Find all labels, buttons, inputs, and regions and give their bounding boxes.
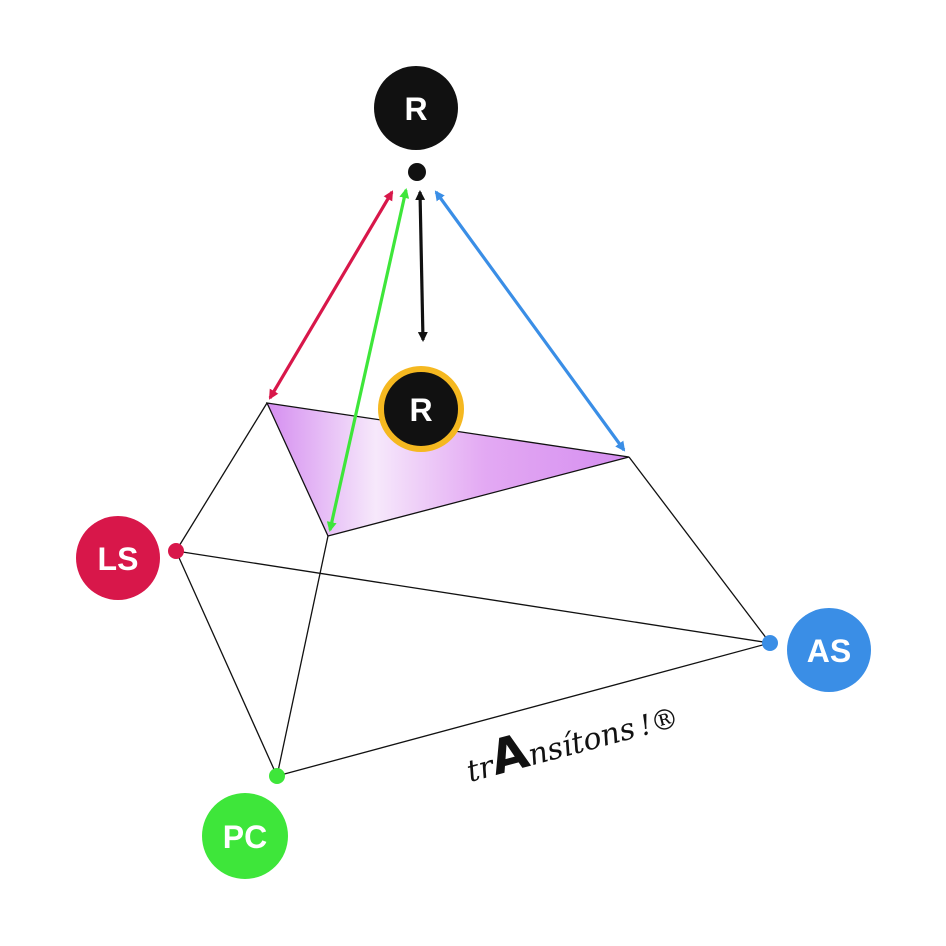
edge-ls-as: [175, 550, 771, 644]
arrow-red: [268, 190, 394, 400]
logo-suffix: nsítons: [524, 711, 638, 773]
node-pc: PC: [202, 793, 288, 879]
node-center-r-label: R: [409, 392, 432, 428]
pyramid-edges: [175, 402, 771, 777]
transitons-logo: trAnsítons!®: [459, 683, 684, 794]
apex-dot: [408, 163, 426, 181]
logo-mark: !®: [636, 700, 682, 742]
node-pc-label: PC: [223, 819, 267, 855]
edge-pc-as: [276, 642, 771, 777]
node-as: AS: [787, 608, 871, 692]
arrow-green: [326, 188, 410, 532]
arrow-black: [415, 190, 428, 342]
arrow-blue: [434, 190, 626, 452]
edge-ls-pc: [175, 550, 278, 777]
node-center-r: R: [378, 366, 464, 452]
node-ls-label: LS: [98, 541, 139, 577]
node-ls: LS: [76, 516, 160, 600]
node-top-r: R: [374, 66, 458, 150]
node-as-label: AS: [807, 633, 851, 669]
edge-pc-plane: [276, 535, 329, 777]
pc-dot: [269, 768, 285, 784]
edge-ls-plane: [175, 402, 268, 552]
node-top-r-label: R: [404, 91, 427, 127]
edge-as-plane: [628, 456, 771, 644]
ls-dot: [168, 543, 184, 559]
as-dot: [762, 635, 778, 651]
logo-text: trAnsítons!®: [459, 683, 684, 794]
